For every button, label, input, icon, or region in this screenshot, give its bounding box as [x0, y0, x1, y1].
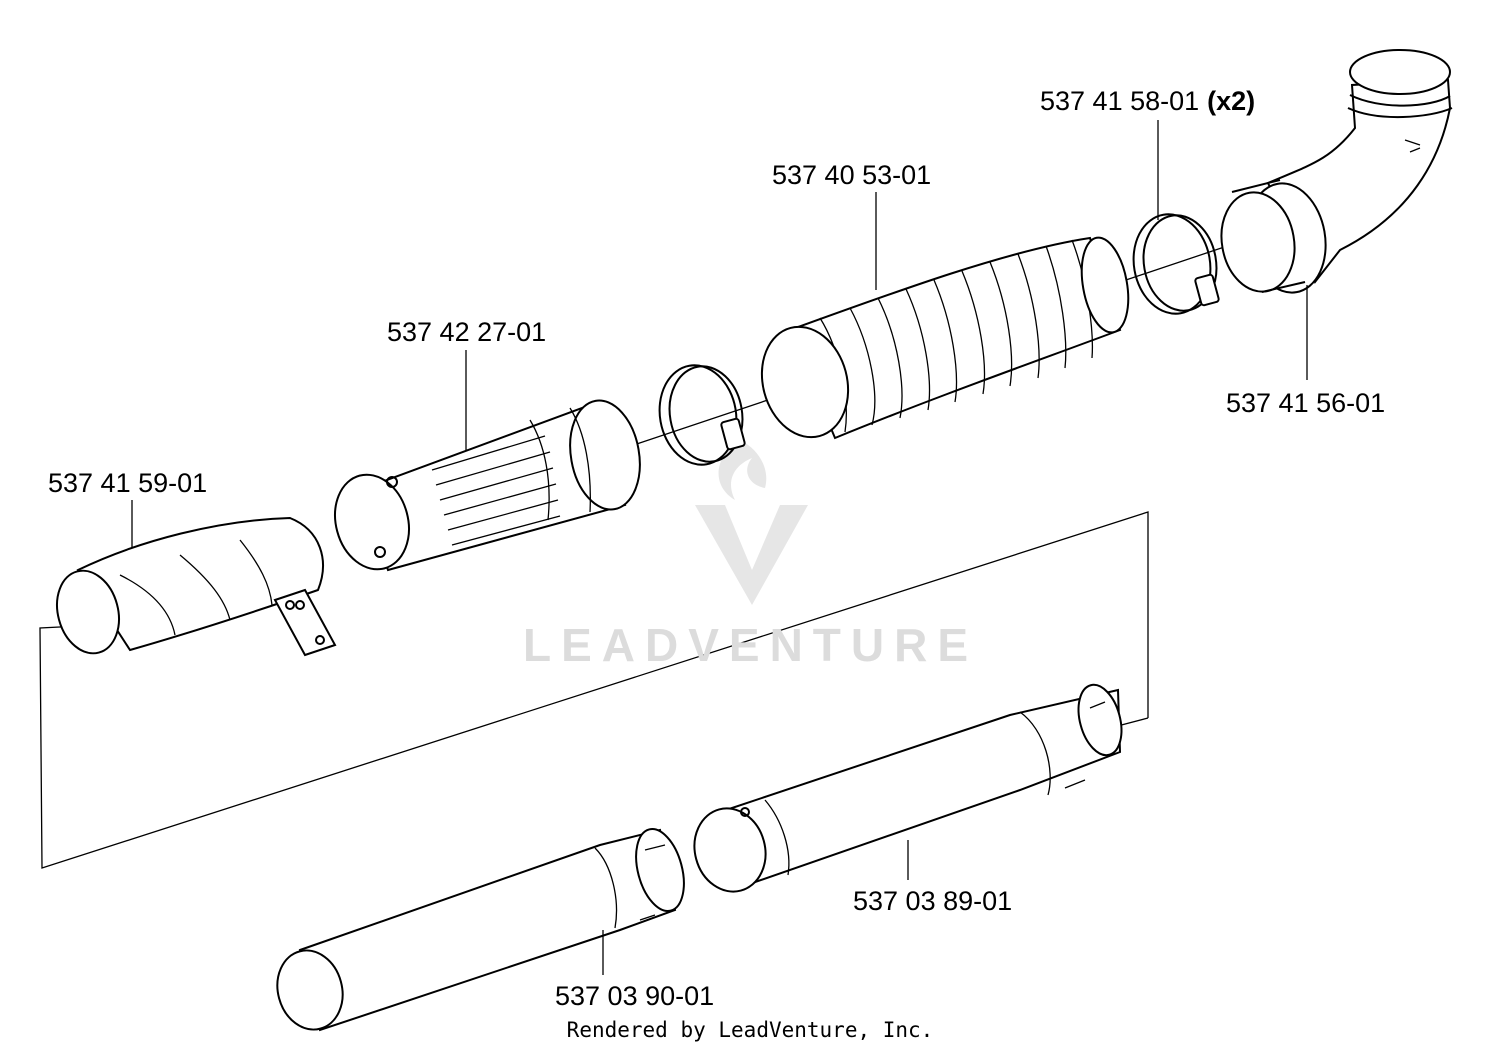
part-quantity: (x2)	[1207, 86, 1256, 116]
nozzle-adapter-part	[334, 399, 641, 572]
part-number: 537 41 59-01	[48, 468, 208, 498]
part-number: 537 03 89-01	[853, 886, 1013, 916]
hose-guard-part	[56, 516, 337, 657]
label-lower-tube: 537 03 90-01	[555, 983, 714, 1010]
label-elbow: 537 41 56-01	[1226, 390, 1385, 417]
watermark-logo	[695, 440, 808, 605]
elbow-part	[1220, 49, 1453, 294]
flex-hose-part	[760, 236, 1130, 440]
footer-credit: Rendered by LeadVenture, Inc.	[566, 1018, 934, 1042]
part-number: 537 40 53-01	[772, 160, 932, 190]
label-hose-clamp: 537 41 58-01(x2)	[1040, 88, 1255, 115]
label-hose-guard: 537 41 59-01	[48, 470, 207, 497]
clamp-left-part	[658, 364, 746, 466]
assembly-connector	[39, 511, 1149, 869]
label-flex-hose: 537 40 53-01	[772, 162, 931, 189]
lower-tube-part	[276, 828, 685, 1032]
part-number: 537 03 90-01	[555, 981, 715, 1011]
part-number: 537 41 56-01	[1226, 388, 1386, 418]
part-number: 537 42 27-01	[387, 317, 547, 347]
clamp-right-part	[1132, 213, 1220, 315]
label-upper-tube: 537 03 89-01	[853, 888, 1012, 915]
watermark-text: LEADVENTURE	[522, 619, 979, 671]
label-nozzle-adapter: 537 42 27-01	[387, 319, 546, 346]
part-number: 537 41 58-01	[1040, 86, 1200, 116]
upper-tube-part	[693, 683, 1123, 893]
